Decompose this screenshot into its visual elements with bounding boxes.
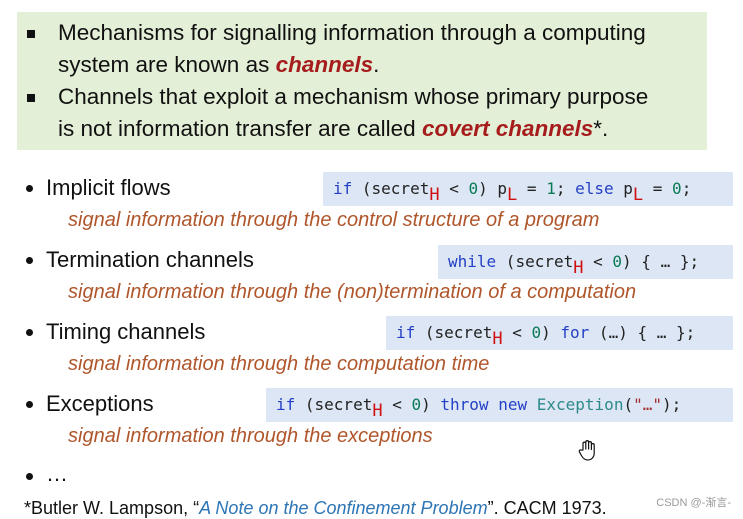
code-subscript: H bbox=[372, 401, 383, 421]
item-subtitle: signal information through the control s… bbox=[68, 209, 600, 231]
code-text: = bbox=[643, 179, 673, 198]
code-keyword: if bbox=[276, 395, 296, 414]
code-text: (secret bbox=[415, 323, 493, 342]
code-text: = bbox=[517, 179, 547, 198]
code-text: (secret bbox=[352, 179, 430, 198]
footnote-source: ”. CACM 1973. bbox=[487, 498, 607, 518]
code-number: 1 bbox=[546, 179, 556, 198]
code-text: < bbox=[439, 179, 469, 198]
code-snippet: if (secretH < 0) pL = 1; else pL = 0; bbox=[323, 172, 733, 206]
definition-line: Mechanisms for signalling information th… bbox=[58, 20, 646, 45]
code-snippet: if (secretH < 0) for (…) { … }; bbox=[386, 316, 733, 350]
definition-text: *. bbox=[593, 116, 609, 141]
code-text: < bbox=[502, 323, 532, 342]
footnote-star: * bbox=[24, 498, 32, 518]
reference-title-link[interactable]: A Note on the Confinement Problem bbox=[199, 498, 488, 518]
code-subscript: H bbox=[573, 258, 584, 278]
item-title: Termination channels bbox=[46, 247, 254, 272]
code-snippet: if (secretH < 0) throw new Exception("…"… bbox=[266, 388, 733, 422]
item-title: Implicit flows bbox=[46, 175, 171, 200]
code-text: (secret bbox=[295, 395, 373, 414]
code-subscript: L bbox=[507, 185, 518, 205]
code-snippet: while (secretH < 0) { … }; bbox=[438, 245, 733, 279]
code-text: p bbox=[613, 179, 633, 198]
item-subtitle: signal information through the exception… bbox=[68, 425, 433, 447]
code-type: Exception bbox=[536, 395, 624, 414]
bullet-icon bbox=[26, 329, 33, 336]
definition-line: Channels that exploit a mechanism whose … bbox=[58, 84, 649, 109]
bullet-icon bbox=[26, 401, 33, 408]
bullet-icon bbox=[26, 185, 33, 192]
definition-text: . bbox=[373, 52, 380, 77]
footnote-author: Butler W. Lampson, “ bbox=[31, 498, 200, 518]
code-text: (…) { … }; bbox=[589, 323, 696, 342]
watermark: CSDN @-渐言- bbox=[656, 497, 731, 509]
code-subscript: H bbox=[429, 185, 440, 205]
definition-line: is not information transfer are called c… bbox=[58, 114, 608, 144]
hand-cursor-icon bbox=[578, 440, 595, 461]
code-text bbox=[489, 395, 499, 414]
code-keyword: for bbox=[560, 323, 590, 342]
item-title: Timing channels bbox=[46, 319, 206, 344]
highlight-term-covert-channels: covert channels bbox=[421, 116, 594, 141]
code-text: ); bbox=[662, 395, 682, 414]
definition-text: system are known as bbox=[58, 52, 276, 77]
code-text: ( bbox=[623, 395, 634, 414]
code-keyword: if bbox=[333, 179, 353, 198]
item-title: Exceptions bbox=[46, 391, 154, 416]
code-text: (secret bbox=[496, 252, 574, 271]
code-text: < bbox=[583, 252, 613, 271]
code-keyword: throw bbox=[440, 395, 489, 414]
definition-box: Mechanisms for signalling information th… bbox=[17, 12, 707, 150]
bullet-icon bbox=[26, 473, 33, 480]
definition-text: is not information transfer are called bbox=[58, 116, 422, 141]
ellipsis-text: … bbox=[46, 461, 68, 486]
code-text: ; bbox=[555, 179, 576, 198]
bullet-icon bbox=[26, 257, 33, 264]
code-text: < bbox=[382, 395, 412, 414]
code-keyword: while bbox=[448, 252, 497, 271]
code-number: 0 bbox=[411, 395, 422, 414]
code-text: ; bbox=[681, 179, 692, 198]
square-bullet-icon bbox=[27, 30, 35, 38]
code-number: 0 bbox=[531, 323, 542, 342]
highlight-term-channels: channels bbox=[275, 52, 374, 77]
code-keyword: new bbox=[498, 395, 528, 414]
code-number: 0 bbox=[612, 252, 623, 271]
code-string: "…" bbox=[633, 395, 662, 414]
code-keyword: else bbox=[575, 179, 614, 198]
code-text: ) p bbox=[478, 179, 508, 198]
code-keyword: if bbox=[396, 323, 416, 342]
item-subtitle: signal information through the computati… bbox=[68, 353, 490, 375]
item-subtitle: signal information through the (non)term… bbox=[68, 281, 637, 303]
code-subscript: L bbox=[632, 185, 644, 205]
code-text: ) { … }; bbox=[622, 252, 700, 271]
code-number: 0 bbox=[468, 179, 479, 198]
code-text: ) bbox=[421, 395, 441, 414]
definition-line: system are known as channels. bbox=[58, 50, 379, 80]
code-text bbox=[527, 395, 537, 414]
code-subscript: H bbox=[492, 329, 503, 349]
code-number: 0 bbox=[672, 179, 682, 198]
code-text: ) bbox=[541, 323, 561, 342]
footnote: *Butler W. Lampson, “A Note on the Confi… bbox=[24, 496, 607, 519]
square-bullet-icon bbox=[27, 94, 35, 102]
